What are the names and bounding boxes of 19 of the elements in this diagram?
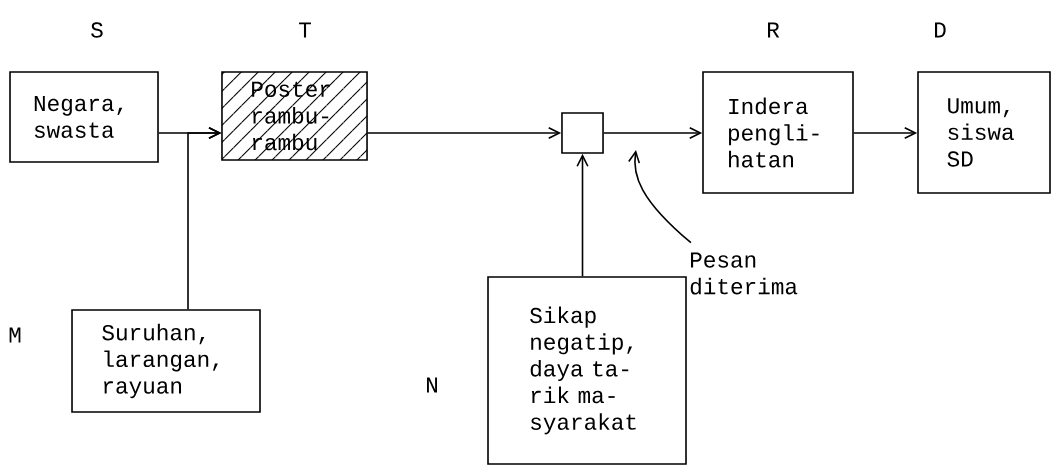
junction-box xyxy=(561,112,604,154)
letter-label: D xyxy=(935,22,946,38)
leader-line xyxy=(627,150,692,244)
arrow xyxy=(576,153,589,278)
process-box: Umum, siswa SD xyxy=(917,71,1051,194)
process-box: Suruhan, larangan, rayuan xyxy=(71,309,261,413)
process-box: Negara, swasta xyxy=(9,71,159,163)
letter-label: M xyxy=(9,327,21,343)
letter-label: S xyxy=(91,22,103,38)
note-text: Pesan diterima xyxy=(690,252,798,295)
letter-label: N xyxy=(427,377,437,393)
arrow xyxy=(603,126,703,140)
arrow xyxy=(366,126,562,140)
process-box: Indera pengli- hatan xyxy=(702,71,854,194)
letter-label: T xyxy=(299,22,311,38)
letter-label: R xyxy=(768,22,780,38)
process-box: Sikap negatip, daya ta- rik ma- syarakat xyxy=(487,276,687,465)
arrow xyxy=(853,126,918,140)
arrow xyxy=(187,126,222,310)
